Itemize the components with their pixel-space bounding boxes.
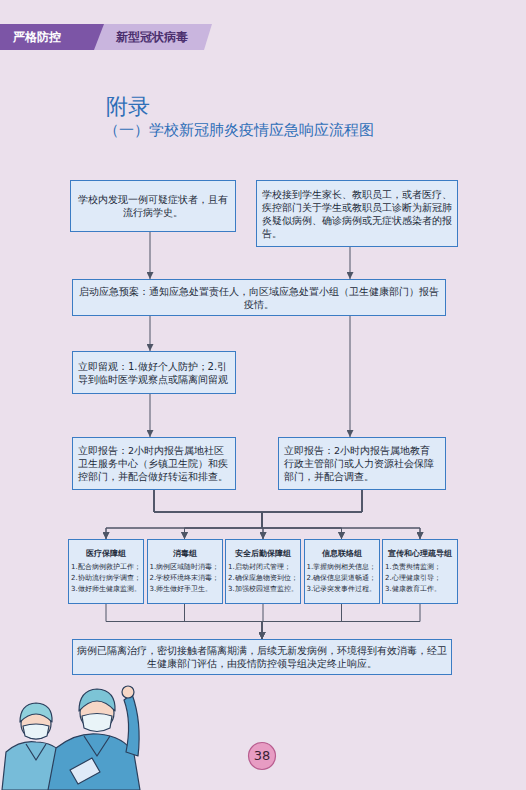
duty-item: 3.加强校园巡查监控。 [228, 584, 298, 595]
doctor-cap [79, 689, 115, 711]
flow-arrow [150, 316, 151, 351]
process-box: 启动应急预案：通知应急处置责任人，向区域应急处置小组（卫生健康部门）报告疫情。 [72, 279, 446, 316]
flow-arrow [262, 490, 420, 539]
box-text: 立即报告：2小时内报告属地教育行政主管部门或人力资源社会保障部门，并配合调查。 [284, 444, 440, 483]
flow-arrow [262, 490, 362, 539]
header-tabs [0, 24, 212, 50]
duty-item: 3.做好师生健康监测。 [71, 584, 141, 595]
doctor-body [48, 734, 140, 790]
team-heading: 宣传和心理疏导组 [385, 548, 455, 560]
section-heading: 附录 [106, 92, 150, 122]
team-box: 宣传和心理疏导组 1.负责舆情监测；2.心理健康引导；3.健康教育工作。 [382, 539, 458, 604]
flow-arrow [106, 604, 262, 639]
duty-item: 1.配合病例救护工作； [71, 562, 141, 573]
team-heading: 消毒组 [150, 548, 220, 560]
duty-item: 2.学校环境终末消毒； [150, 573, 220, 584]
box-text: 启动应急预案：通知应急处置责任人，向区域应急处置小组（卫生健康部门）报告疫情。 [79, 285, 439, 311]
duty-item: 2.心理健康引导； [385, 573, 455, 584]
flow-arrow [154, 490, 420, 539]
duty-item: 3.健康教育工作。 [385, 584, 455, 595]
flow-arrow [185, 604, 263, 639]
duty-item: 3.记录突发事件过程。 [307, 584, 377, 595]
duty-item: 1.病例区域随时消毒； [150, 562, 220, 573]
doctor-hand [122, 686, 134, 698]
process-box: 立即报告：2小时内报告属地社区卫生服务中心（乡镇卫生院）和疾控部门，并配合做好转… [72, 437, 236, 490]
doctor-mask [82, 714, 112, 732]
process-box: 立即报告：2小时内报告属地教育行政主管部门或人力资源社会保障部门，并配合调查。 [278, 437, 446, 490]
flow-arrow [154, 490, 262, 539]
page-number: 38 [248, 748, 276, 763]
header-tab-text: 新型冠状病毒 [116, 29, 188, 46]
header-tab-text: 严格防控 [13, 29, 61, 46]
duty-item: 3.师生做好手卫生。 [150, 584, 220, 595]
process-box: 学校内发现一例可疑症状者，且有流行病学史。 [70, 180, 236, 232]
diagram-title: （一）学校新冠肺炎疫情应急响应流程图 [104, 121, 374, 140]
team-box: 安全后勤保障组 1.启动封闭式管理；2.确保应急物资到位；3.加强校园巡查监控。 [225, 539, 301, 604]
flow-arrow [262, 604, 420, 639]
duty-item: 1.负责舆情监测； [385, 562, 455, 573]
team-box: 医疗保障组 1.配合病例救护工作；2.协助流行病学调查；3.做好师生健康监测。 [68, 539, 144, 604]
team-heading: 医疗保障组 [71, 548, 141, 560]
duty-item: 2.确保信息渠道畅通； [307, 573, 377, 584]
flow-arrow [350, 247, 351, 279]
team-heading: 安全后勤保障组 [228, 548, 298, 560]
flow-arrow [262, 490, 362, 539]
doctor-illustration [2, 686, 140, 790]
header-tab-dark [0, 24, 104, 50]
page-number-badge [249, 743, 276, 770]
flow-arrow [262, 604, 342, 639]
team-heading: 信息联络组 [307, 548, 377, 560]
process-box: 病例已隔离治疗，密切接触者隔离期满，后续无新发病例，环境得到有效消毒，经卫生健康… [72, 639, 452, 675]
doctor-collar [26, 744, 46, 760]
flow-arrow [185, 490, 363, 539]
flow-arrow [262, 604, 263, 639]
box-text: 病例已隔离治疗，密切接触者隔离期满，后续无新发病例，环境得到有效消毒，经卫生健康… [77, 644, 447, 670]
doctor-collar [84, 736, 110, 756]
box-text: 立即报告：2小时内报告属地社区卫生服务中心（乡镇卫生院）和疾控部门，并配合做好转… [78, 444, 230, 483]
flow-arrow [106, 490, 362, 539]
flow-arrow [154, 490, 263, 539]
flow-arrow [150, 394, 151, 437]
duty-item: 2.确保应急物资到位； [228, 573, 298, 584]
duty-item: 1.掌握病例相关信息； [307, 562, 377, 573]
box-text: 学校内发现一例可疑症状者，且有流行病学史。 [77, 193, 229, 219]
flow-arrow [106, 490, 262, 539]
flow-arrow [150, 232, 151, 279]
doctor-tablet [70, 758, 100, 784]
team-box: 消毒组 1.病例区域随时消毒；2.学校环境终末消毒；3.师生做好手卫生。 [147, 539, 223, 604]
doctor-mask [23, 724, 49, 739]
duty-item: 2.协助流行病学调查； [71, 573, 141, 584]
page-number-circle [249, 743, 276, 770]
doctor-cap [20, 703, 52, 722]
box-text: 立即留观：1.做好个人防护；2.引导到临时医学观察点或隔离间留观 [78, 360, 230, 386]
flow-arrow [350, 316, 351, 437]
process-box: 学校接到学生家长、教职员工，或者医疗、疾控部门关于学生或教职员工诊断为新冠肺炎疑… [256, 180, 458, 247]
doctor-arm [124, 694, 139, 756]
flow-arrow [154, 490, 342, 539]
team-box: 信息联络组 1.掌握病例相关信息；2.确保信息渠道畅通；3.记录突发事件过程。 [304, 539, 380, 604]
process-box: 立即留观：1.做好个人防护；2.引导到临时医学观察点或隔离间留观 [72, 351, 236, 394]
header-tab-light [0, 24, 212, 50]
box-text: 学校接到学生家长、教职员工，或者医疗、疾控部门关于学生或教职员工诊断为新冠肺炎疑… [262, 188, 452, 240]
duty-item: 1.启动封闭式管理； [228, 562, 298, 573]
